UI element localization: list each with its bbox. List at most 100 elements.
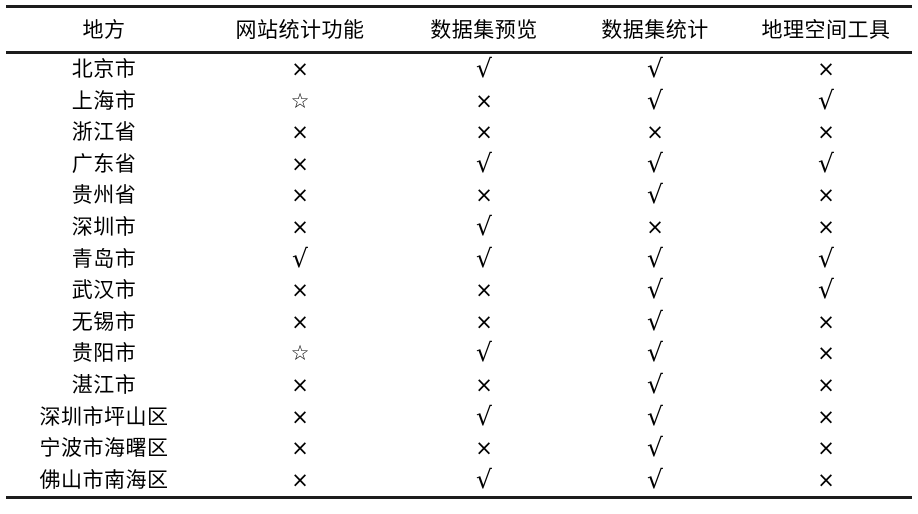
table-row: 青岛市√√√√ bbox=[6, 244, 912, 276]
cross-icon: × bbox=[817, 120, 835, 145]
feature-mark-cell: √ bbox=[570, 338, 740, 370]
check-icon: √ bbox=[647, 148, 663, 178]
table-row: 深圳市×√×× bbox=[6, 212, 912, 244]
feature-mark-cell: ☆ bbox=[202, 338, 398, 370]
feature-mark-cell: × bbox=[202, 149, 398, 181]
cross-icon: × bbox=[817, 341, 835, 366]
cross-icon: × bbox=[291, 57, 309, 81]
place-name-cell: 无锡市 bbox=[71, 309, 137, 334]
place-name-cell: 广东省 bbox=[71, 151, 137, 176]
cross-icon: × bbox=[646, 120, 664, 145]
feature-mark-cell: √ bbox=[570, 244, 740, 276]
cross-icon: × bbox=[817, 404, 835, 429]
place-name-cell: 青岛市 bbox=[71, 246, 137, 271]
feature-mark-cell: × bbox=[398, 275, 570, 307]
check-icon: √ bbox=[818, 148, 834, 178]
feature-mark-cell: √ bbox=[570, 370, 740, 402]
check-icon: √ bbox=[647, 54, 663, 83]
check-icon: √ bbox=[818, 85, 834, 115]
feature-mark-cell: × bbox=[202, 433, 398, 465]
feature-mark-cell: × bbox=[740, 338, 912, 370]
feature-mark-cell: × bbox=[740, 307, 912, 339]
cross-icon: × bbox=[475, 120, 493, 145]
feature-mark-cell: √ bbox=[570, 275, 740, 307]
feature-mark-cell: × bbox=[740, 117, 912, 149]
feature-mark-cell: √ bbox=[202, 244, 398, 276]
cross-icon: × bbox=[817, 372, 835, 397]
cross-icon: × bbox=[817, 214, 835, 239]
feature-mark-cell: √ bbox=[740, 244, 912, 276]
cross-icon: × bbox=[475, 436, 493, 461]
check-icon: √ bbox=[647, 401, 663, 431]
cross-icon: × bbox=[817, 436, 835, 461]
feature-mark-cell: ☆ bbox=[202, 86, 398, 118]
feature-mark-cell: × bbox=[740, 433, 912, 465]
place-name-cell: 深圳市坪山区 bbox=[39, 404, 169, 429]
feature-mark-cell: √ bbox=[740, 149, 912, 181]
cross-icon: × bbox=[291, 214, 309, 239]
feature-mark-cell: √ bbox=[570, 53, 740, 86]
feature-mark-cell: √ bbox=[398, 212, 570, 244]
place-name-cell: 贵阳市 bbox=[71, 341, 137, 366]
cross-icon: × bbox=[817, 57, 835, 81]
feature-mark-cell: × bbox=[398, 180, 570, 212]
check-icon: √ bbox=[647, 338, 663, 368]
cross-icon: × bbox=[291, 372, 309, 397]
feature-mark-cell: × bbox=[202, 370, 398, 402]
feature-mark-cell: × bbox=[202, 465, 398, 498]
place-name-cell: 湛江市 bbox=[71, 372, 137, 397]
cross-icon: × bbox=[475, 309, 493, 334]
table-row: 浙江省×××× bbox=[6, 117, 912, 149]
feature-mark-cell: × bbox=[202, 53, 398, 86]
place-name-cell: 上海市 bbox=[71, 88, 137, 113]
feature-mark-cell: × bbox=[202, 180, 398, 212]
cross-icon: × bbox=[475, 183, 493, 208]
table-row: 佛山市南海区×√√× bbox=[6, 465, 912, 498]
feature-mark-cell: × bbox=[398, 370, 570, 402]
feature-mark-cell: × bbox=[740, 180, 912, 212]
table-row: 贵阳市☆√√× bbox=[6, 338, 912, 370]
feature-mark-cell: × bbox=[398, 307, 570, 339]
feature-mark-cell: √ bbox=[570, 86, 740, 118]
feature-comparison-table: 地方 网站统计功能 数据集预览 数据集统计 地理空间工具 北京市×√√×上海市☆… bbox=[6, 5, 912, 499]
table-row: 湛江市 × × √ × bbox=[6, 370, 912, 402]
cross-icon: × bbox=[817, 183, 835, 208]
table-row: 无锡市××√× bbox=[6, 307, 912, 339]
feature-mark-cell: × bbox=[398, 433, 570, 465]
feature-mark-cell: × bbox=[740, 212, 912, 244]
check-icon: √ bbox=[476, 148, 492, 178]
column-header-dataset-preview: 数据集预览 bbox=[430, 18, 538, 42]
feature-mark-cell: × bbox=[740, 465, 912, 498]
column-header-place: 地方 bbox=[82, 18, 126, 42]
column-header-geo-tools: 地理空间工具 bbox=[761, 18, 891, 42]
cross-icon: × bbox=[475, 278, 493, 303]
feature-mark-cell: × bbox=[570, 212, 740, 244]
check-icon: √ bbox=[647, 464, 663, 494]
feature-mark-cell: × bbox=[398, 86, 570, 118]
check-icon: √ bbox=[476, 54, 492, 83]
feature-mark-cell: × bbox=[570, 117, 740, 149]
check-icon: √ bbox=[647, 85, 663, 115]
check-icon: √ bbox=[818, 243, 834, 273]
feature-mark-cell: √ bbox=[570, 307, 740, 339]
feature-mark-cell: √ bbox=[398, 244, 570, 276]
table-container: 地方 网站统计功能 数据集预览 数据集统计 地理空间工具 北京市×√√×上海市☆… bbox=[0, 5, 918, 514]
place-name-cell: 深圳市 bbox=[71, 214, 137, 239]
feature-mark-cell: √ bbox=[570, 180, 740, 212]
table-row: 北京市×√√× bbox=[6, 53, 912, 86]
cross-icon: × bbox=[291, 467, 309, 492]
feature-mark-cell: √ bbox=[398, 149, 570, 181]
cross-icon: × bbox=[475, 372, 493, 397]
check-icon: √ bbox=[647, 180, 663, 210]
place-name-cell: 佛山市南海区 bbox=[39, 467, 169, 492]
place-name-cell: 武汉市 bbox=[71, 278, 137, 303]
check-icon: √ bbox=[647, 433, 663, 463]
place-name-cell: 贵州省 bbox=[71, 183, 137, 208]
cross-icon: × bbox=[291, 151, 309, 176]
column-header-dataset-stats: 数据集统计 bbox=[601, 18, 709, 42]
table-row: 武汉市××√√ bbox=[6, 275, 912, 307]
check-icon: √ bbox=[647, 369, 663, 399]
feature-mark-cell: × bbox=[398, 117, 570, 149]
check-icon: √ bbox=[647, 243, 663, 273]
star-icon: ☆ bbox=[290, 88, 310, 113]
